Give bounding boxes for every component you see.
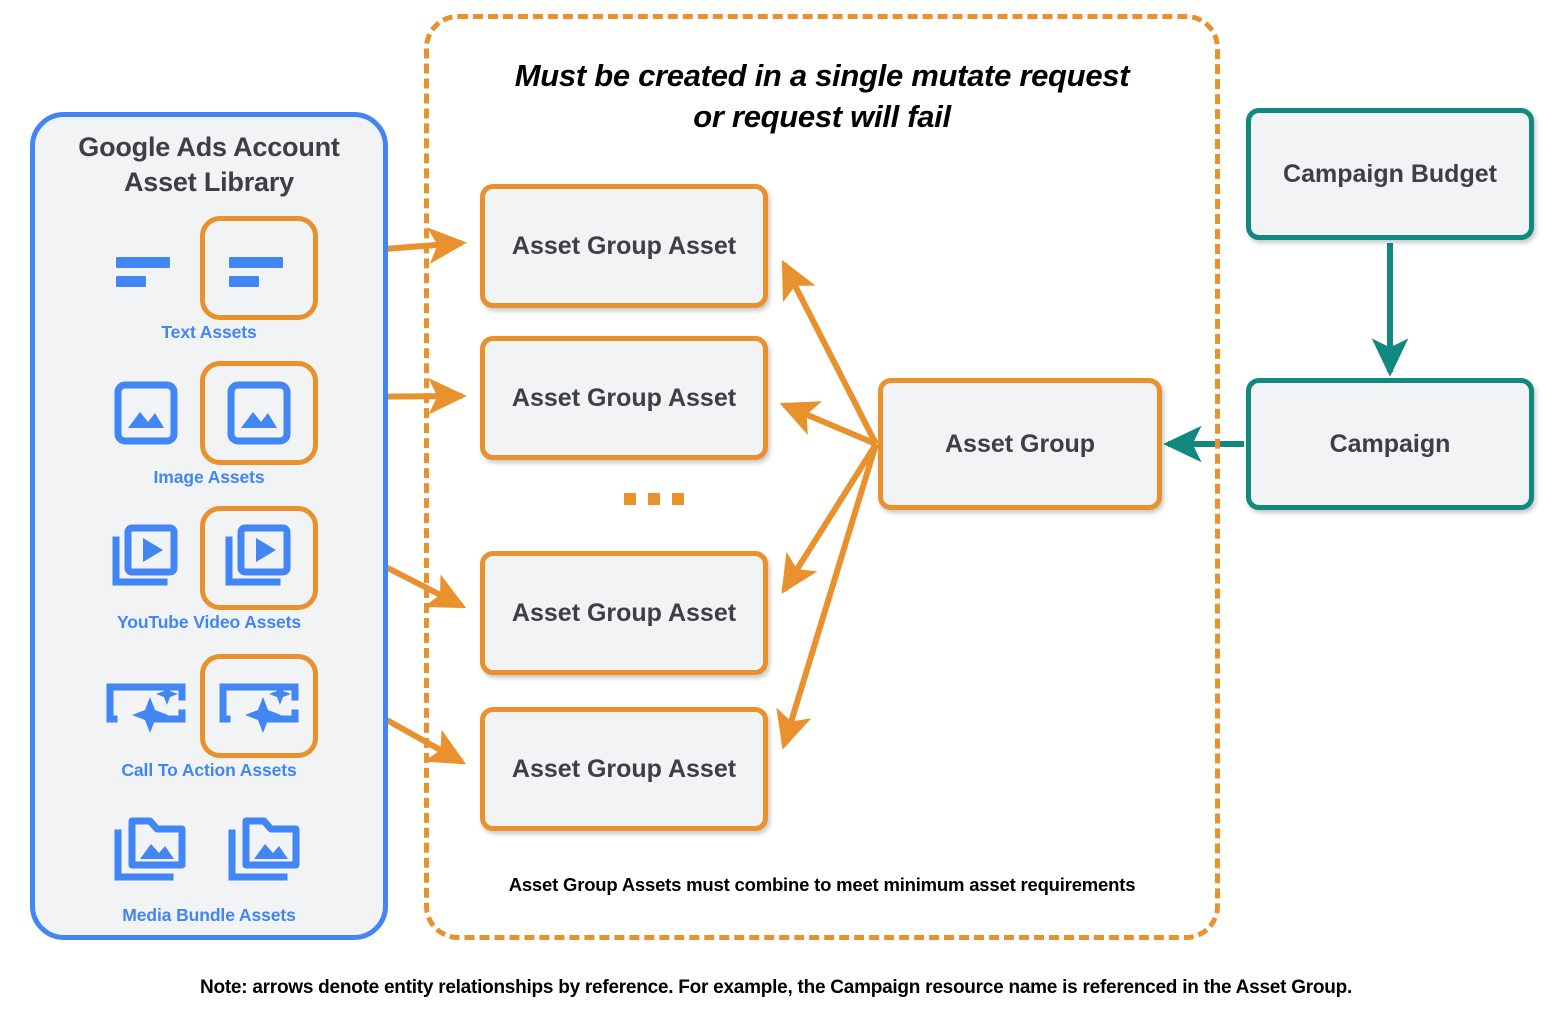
diagram-footer-note: Note: arrows denote entity relationships… [200,977,1352,998]
video-asset-icon-selected[interactable] [200,506,318,610]
media-bundle-icon-2 [220,805,312,897]
mutate-heading-line1: Must be created in a single mutate reque… [514,58,1130,93]
asset-caption-video: YouTube Video Assets [116,612,302,632]
library-title-line1: Google Ads Account [78,132,340,162]
image-asset-icon-selected[interactable] [200,361,318,465]
asset-icons-text [35,212,383,324]
image-asset-icon [100,367,192,459]
asset-row-image: Image Assets [35,357,383,507]
call-to-action-icon [100,660,192,752]
asset-group-asset-ellipsis [624,493,684,507]
library-title-line2: Asset Library [124,166,294,197]
node-campaign-budget[interactable]: Campaign Budget [1246,108,1534,240]
mutate-request-footnote: Asset Group Assets must combine to meet … [508,874,1136,895]
text-asset-icon [100,222,192,314]
asset-caption-cta: Call To Action Assets [121,760,297,780]
text-asset-icon-selected[interactable] [200,216,318,320]
node-asset-group-asset-4[interactable]: Asset Group Asset [480,707,768,831]
node-asset-group-asset-1[interactable]: Asset Group Asset [480,184,768,308]
asset-row-cta: Call To Action Assets [35,650,383,800]
asset-caption-image: Image Assets [153,467,265,487]
asset-icons-image [35,357,383,469]
node-campaign[interactable]: Campaign [1246,378,1534,510]
media-bundle-icon [106,805,198,897]
mutate-heading-line2: or request will fail [693,99,951,135]
asset-row-text: Text Assets [35,212,383,362]
mutate-request-container [424,14,1220,940]
asset-caption-text: Text Assets [161,322,257,342]
asset-caption-media-bundle: Media Bundle Assets [122,905,296,925]
ellipsis-dot-1 [624,493,636,505]
call-to-action-icon-selected[interactable] [200,654,318,758]
ellipsis-dot-2 [648,493,660,505]
ellipsis-dot-3 [672,493,684,505]
asset-library-panel: Google Ads Account Asset Library [30,112,388,940]
asset-row-media-bundle: Media Bundle Assets [35,795,383,945]
asset-row-video: YouTube Video Assets [35,502,383,652]
node-asset-group-asset-3[interactable]: Asset Group Asset [480,551,768,675]
asset-icons-video [35,502,383,614]
node-asset-group-asset-2[interactable]: Asset Group Asset [480,336,768,460]
asset-library-title: Google Ads Account Asset Library [35,130,383,199]
asset-icons-media-bundle [35,795,383,907]
mutate-request-heading: Must be created in a single mutate reque… [424,55,1220,137]
node-asset-group[interactable]: Asset Group [878,378,1162,510]
video-asset-icon [100,512,192,604]
asset-icons-cta [35,650,383,762]
